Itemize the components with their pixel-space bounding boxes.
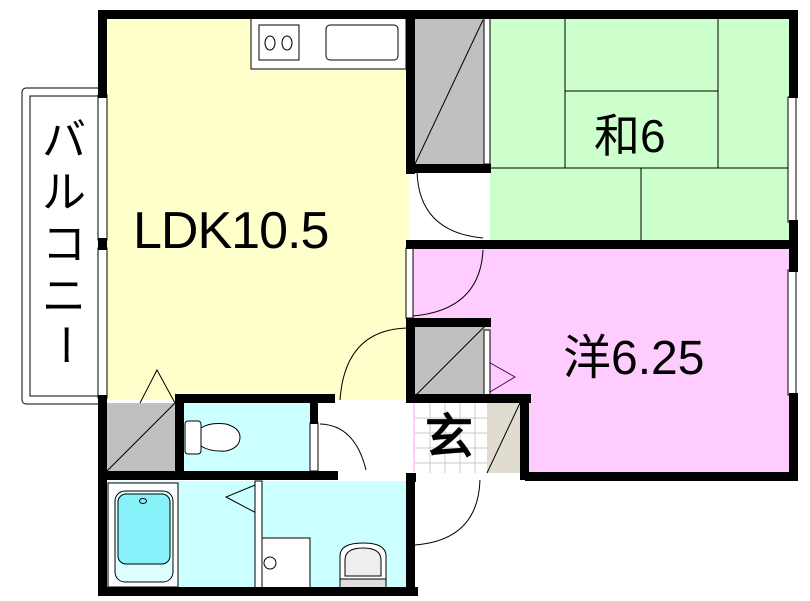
washing-machine-space: [261, 537, 311, 592]
yoshitsu-label: 洋6.25: [563, 332, 705, 385]
windows: [97, 17, 797, 399]
balcony-label: バ ル コ ニ ー: [36, 115, 92, 367]
balcony: [21, 87, 103, 405]
balcony-char: ニ: [42, 272, 86, 321]
balcony-char: バ: [42, 116, 86, 165]
tatami-lines: [490, 18, 790, 240]
washitsu-floor: [490, 18, 790, 240]
genkan-label: 玄: [425, 411, 474, 464]
balcony-char: ル: [42, 168, 86, 217]
ldk-floor: [107, 18, 410, 400]
toilet-icon: [184, 420, 241, 455]
ldk-label: LDK10.5: [133, 202, 329, 260]
washbasin-icon: [339, 542, 387, 592]
balcony-char: ー: [38, 323, 87, 367]
kitchen-counter: [250, 17, 407, 70]
balcony-char: コ: [42, 220, 86, 269]
washitsu-label: 和6: [594, 110, 666, 162]
walls: [98, 10, 798, 596]
